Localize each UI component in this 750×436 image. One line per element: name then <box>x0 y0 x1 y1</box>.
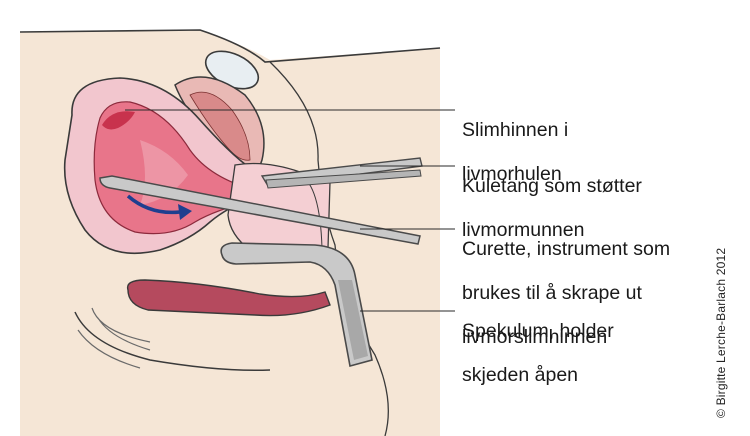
body-contour <box>269 61 389 436</box>
curette <box>99 175 421 245</box>
speculum <box>220 242 373 368</box>
label-speculum: Spekulum, holder skjeden åpen <box>462 298 614 408</box>
label-endometrium: Slimhinnen i livmorhulen <box>462 97 568 207</box>
sacral-lines <box>77 307 151 369</box>
label-curette: Curette, instrument som brukes til å skr… <box>462 216 670 370</box>
label-tenaculum-line-1: Kuletang som støtter <box>462 175 642 197</box>
coccyx-outline <box>74 311 271 372</box>
bladder-lumen <box>189 91 251 161</box>
label-curette-line-1: Curette, instrument som <box>462 238 671 260</box>
abdominal-outline <box>19 29 441 63</box>
label-speculum-line-1: Spekulum, holder <box>462 320 614 342</box>
tenaculum-arm <box>265 169 422 189</box>
label-curette-line-2: brukes til å skrape ut <box>462 282 642 304</box>
copyright-notice: © Birgitte Lerche-Barlach 2012 <box>714 247 728 418</box>
label-curette-line-3: livmorslimhinnen <box>462 326 608 348</box>
label-endometrium-line-2: livmorhulen <box>462 163 562 185</box>
endometrium-highlight <box>102 111 135 130</box>
label-tenaculum: Kuletang som støtter livmormunnen <box>462 153 642 263</box>
arrow-head <box>178 204 192 220</box>
rectum <box>126 279 331 317</box>
label-tenaculum-line-2: livmormunnen <box>462 219 585 241</box>
label-endometrium-line-1: Slimhinnen i <box>462 119 569 141</box>
speculum-handle-shade <box>338 280 368 360</box>
scraping-direction-arrow <box>126 194 181 215</box>
label-speculum-line-2: skjeden åpen <box>462 364 579 386</box>
